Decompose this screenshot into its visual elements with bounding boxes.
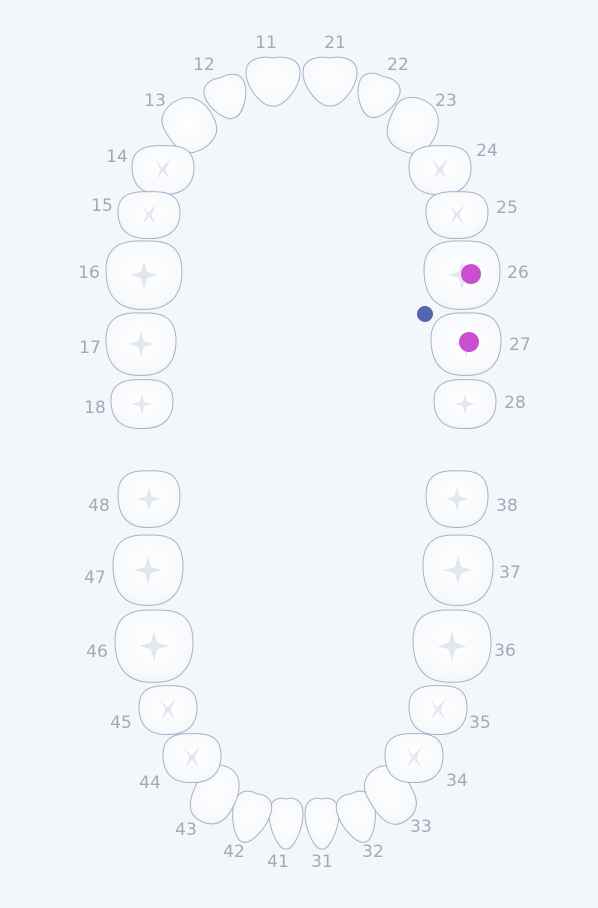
- tooth-48[interactable]: [117, 470, 181, 528]
- tooth-15[interactable]: [117, 191, 181, 240]
- tooth-21[interactable]: [302, 56, 358, 107]
- marker-blue-26-27[interactable]: [417, 306, 433, 322]
- tooth-number-48: 48: [88, 496, 110, 516]
- tooth-crown-23: [386, 96, 439, 154]
- tooth-groove-15: [141, 204, 157, 225]
- tooth-28[interactable]: [433, 379, 497, 430]
- tooth-number-45: 45: [110, 713, 132, 733]
- tooth-groove-35: [430, 699, 446, 720]
- tooth-number-33: 33: [410, 817, 432, 837]
- tooth-42[interactable]: [225, 788, 275, 847]
- tooth-24[interactable]: [408, 145, 472, 196]
- tooth-45[interactable]: [138, 685, 198, 736]
- tooth-number-32: 32: [362, 842, 384, 862]
- tooth-groove-18: [132, 394, 152, 414]
- tooth-number-21: 21: [324, 33, 346, 53]
- tooth-groove-48: [137, 487, 161, 511]
- tooth-25[interactable]: [425, 191, 489, 240]
- tooth-crown-11: [245, 56, 301, 107]
- tooth-number-47: 47: [84, 568, 106, 588]
- tooth-number-31: 31: [311, 852, 333, 872]
- tooth-number-42: 42: [223, 842, 245, 862]
- teeth-layer: [105, 56, 502, 850]
- tooth-number-28: 28: [504, 393, 526, 413]
- tooth-number-18: 18: [84, 398, 106, 418]
- tooth-groove-38: [445, 487, 469, 511]
- tooth-number-25: 25: [496, 198, 518, 218]
- tooth-12[interactable]: [201, 71, 254, 125]
- tooth-number-35: 35: [469, 713, 491, 733]
- tooth-46[interactable]: [114, 609, 194, 683]
- tooth-number-43: 43: [175, 820, 197, 840]
- tooth-groove-37: [444, 556, 472, 584]
- marker-magenta-26[interactable]: [461, 264, 481, 284]
- tooth-groove-24: [432, 159, 448, 180]
- tooth-groove-47: [134, 556, 162, 584]
- tooth-16[interactable]: [105, 240, 183, 310]
- marker-magenta-27[interactable]: [459, 332, 479, 352]
- tooth-14[interactable]: [131, 145, 195, 196]
- tooth-number-13: 13: [144, 91, 166, 111]
- tooth-groove-25: [449, 204, 465, 225]
- tooth-number-37: 37: [499, 563, 521, 583]
- tooth-crown-21: [302, 56, 358, 107]
- tooth-groove-45: [160, 699, 176, 720]
- tooth-groove-28: [455, 394, 475, 414]
- tooth-groove-46: [139, 631, 169, 661]
- tooth-number-36: 36: [494, 641, 516, 661]
- tooth-groove-44: [184, 747, 200, 768]
- tooth-number-16: 16: [78, 263, 100, 283]
- tooth-17[interactable]: [105, 312, 177, 376]
- tooth-groove-17: [128, 331, 154, 357]
- tooth-18[interactable]: [110, 379, 174, 430]
- tooth-35[interactable]: [408, 685, 468, 736]
- tooth-groove-34: [406, 747, 422, 768]
- tooth-crown-22: [357, 72, 401, 119]
- tooth-number-14: 14: [106, 147, 128, 167]
- markers-layer: [417, 264, 481, 352]
- tooth-number-17: 17: [79, 338, 101, 358]
- tooth-number-26: 26: [507, 263, 529, 283]
- tooth-36[interactable]: [412, 609, 492, 683]
- tooth-11[interactable]: [245, 56, 301, 107]
- tooth-number-46: 46: [86, 642, 108, 662]
- tooth-22[interactable]: [350, 70, 403, 124]
- tooth-crown-41: [268, 797, 304, 850]
- tooth-number-23: 23: [435, 91, 457, 111]
- tooth-41[interactable]: [268, 797, 304, 850]
- tooth-number-41: 41: [267, 852, 289, 872]
- tooth-number-27: 27: [509, 335, 531, 355]
- tooth-37[interactable]: [422, 534, 494, 606]
- tooth-number-15: 15: [91, 196, 113, 216]
- tooth-crown-42: [232, 790, 273, 844]
- tooth-groove-36: [437, 631, 467, 661]
- tooth-number-44: 44: [139, 773, 161, 793]
- tooth-number-11: 11: [255, 33, 277, 53]
- tooth-number-22: 22: [387, 55, 409, 75]
- tooth-groove-16: [130, 261, 158, 289]
- tooth-23[interactable]: [378, 90, 447, 161]
- tooth-number-34: 34: [446, 771, 468, 791]
- tooth-34[interactable]: [384, 733, 444, 784]
- tooth-number-12: 12: [193, 55, 215, 75]
- tooth-groove-14: [155, 159, 171, 180]
- labels-layer: 11 12 13 14 15 16 17 18 21 22 23 24 25 26 27 28 31 32 33 34…: [78, 33, 531, 872]
- tooth-crown-12: [203, 73, 247, 120]
- tooth-44[interactable]: [162, 733, 222, 784]
- tooth-47[interactable]: [112, 534, 184, 606]
- tooth-number-38: 38: [496, 496, 518, 516]
- tooth-number-24: 24: [476, 141, 498, 161]
- tooth-38[interactable]: [425, 470, 489, 528]
